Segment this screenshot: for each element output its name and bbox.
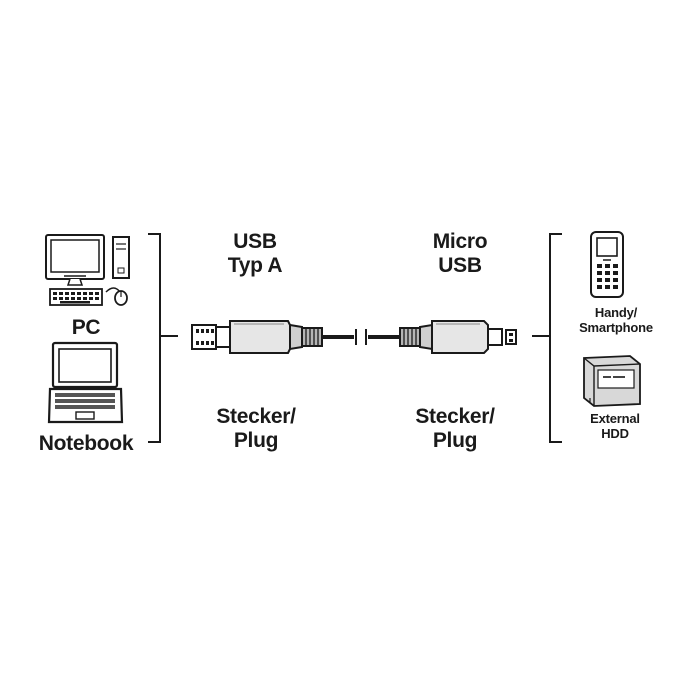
micro-usb-title-line1: Micro	[432, 230, 488, 253]
micro-usb-plug-line2: Plug	[432, 429, 478, 453]
usb-type-a-plug-icon	[191, 320, 323, 354]
micro-usb-title-line2: USB	[438, 254, 482, 278]
pc-icon	[45, 234, 130, 306]
micro-usb-plug-label: Stecker/ Plug	[407, 405, 503, 453]
phone-label-line2: Smartphone	[579, 319, 653, 335]
hdd-label-line2: HDD	[601, 425, 629, 441]
usb-type-a-plug-label: Stecker/ Plug	[208, 405, 304, 453]
external-hdd-icon	[583, 355, 641, 407]
usb-type-a-title-line2: Typ A	[227, 254, 283, 278]
micro-usb-plug-line1: Stecker/	[415, 405, 495, 428]
micro-usb-title: Micro USB	[420, 230, 500, 278]
notebook-label: Notebook	[38, 432, 134, 455]
phone-label: Handy/ Smartphone	[570, 305, 662, 336]
left-bracket	[148, 233, 178, 443]
usb-type-a-title-line1: USB	[233, 230, 277, 253]
hdd-label-line1: External	[590, 411, 640, 426]
micro-usb-plug-icon	[399, 320, 517, 354]
hdd-label: External HDD	[575, 411, 655, 442]
usb-type-a-title: USB Typ A	[215, 230, 295, 278]
usb-cable	[191, 320, 517, 354]
usb-type-a-plug-line1: Stecker/	[216, 405, 296, 428]
notebook-icon	[47, 341, 124, 424]
phone-label-line1: Handy/	[594, 305, 638, 320]
right-bracket	[532, 233, 562, 443]
pc-label: PC	[71, 316, 101, 339]
usb-type-a-plug-line2: Plug	[233, 429, 279, 453]
mobile-phone-icon	[590, 231, 624, 298]
